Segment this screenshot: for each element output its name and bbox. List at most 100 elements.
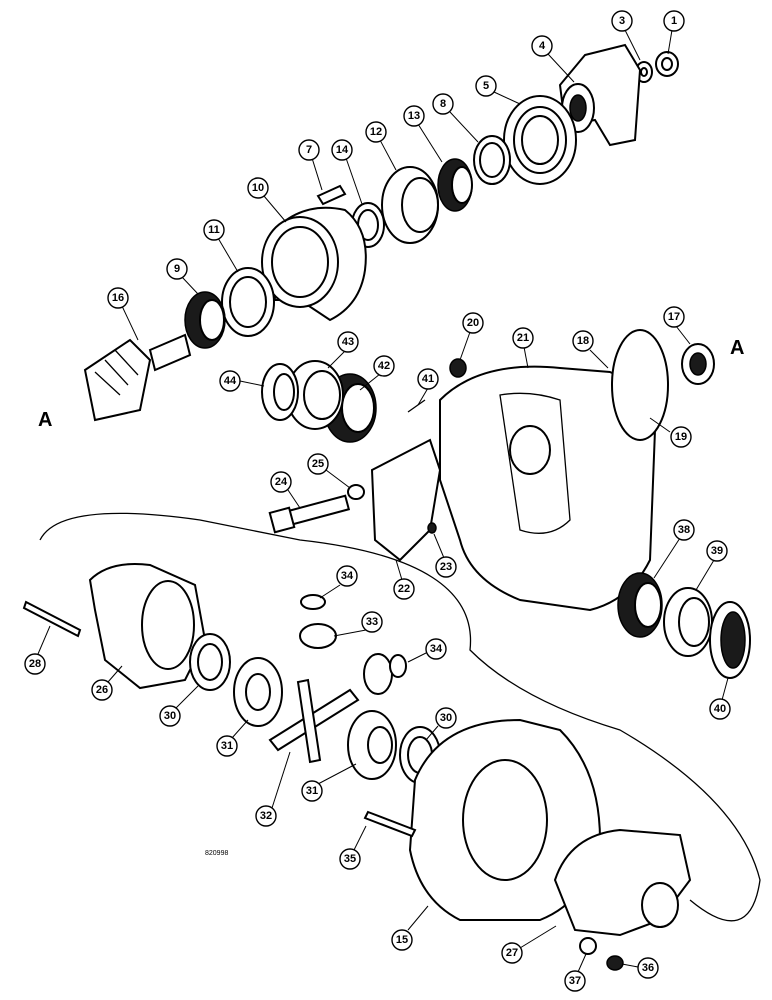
part-24-bolt [268,494,351,534]
part-39-bearing-cup [663,587,713,657]
callout-44: 44 [219,370,265,392]
svg-text:40: 40 [714,703,726,715]
svg-text:26: 26 [96,684,108,696]
callout-1: 1 [663,10,685,55]
svg-text:4: 4 [539,40,546,52]
part-23-dowel [427,522,437,534]
callout-31-right: 31 [301,763,357,802]
svg-text:1: 1 [671,15,677,27]
callout-5: 5 [475,75,521,105]
svg-text:13: 13 [408,110,420,122]
svg-text:23: 23 [440,561,452,573]
svg-text:25: 25 [312,458,324,470]
callout-18: 18 [572,330,609,369]
part-33-pinion-gear [299,623,393,695]
part-22-bearing-cap [370,438,442,562]
svg-text:14: 14 [336,144,349,156]
callout-15: 15 [391,905,429,951]
svg-text:37: 37 [569,975,581,987]
svg-text:31: 31 [306,785,318,797]
callout-35: 35 [339,825,367,870]
section-label-left: A [38,409,52,431]
svg-text:42: 42 [378,360,390,372]
svg-text:39: 39 [711,545,723,557]
svg-text:19: 19 [675,431,687,443]
part-20-plug [449,358,467,378]
callout-30-left: 30 [159,685,199,727]
callout-32: 32 [255,751,291,827]
callout-43: 43 [327,331,359,369]
part-18-gasket [611,329,669,441]
part-1-nut [655,51,679,77]
callout-11: 11 [203,219,239,273]
callout-7: 7 [298,139,323,191]
callout-31-left: 31 [216,719,249,757]
part-44-adjuster-nut [261,363,299,421]
part-12-bearing-cup [381,166,439,244]
part-8-shim [473,135,511,185]
part-5-seal [503,95,577,185]
callout-13: 13 [403,105,443,163]
callout-8: 8 [432,93,479,143]
svg-text:28: 28 [29,658,41,670]
part-37-nut [579,937,597,955]
callout-40: 40 [709,677,731,720]
callout-21: 21 [512,327,534,369]
svg-text:38: 38 [678,524,690,536]
part-11-bearing-cup [221,267,275,337]
reference-code: 820998 [205,850,228,857]
callout-16: 16 [107,287,139,341]
svg-text:34: 34 [341,570,354,582]
svg-text:44: 44 [224,375,237,387]
callout-14: 14 [331,139,363,205]
svg-text:18: 18 [577,335,589,347]
callout-3: 3 [611,10,641,61]
part-21-axle-housing [439,365,657,612]
svg-text:24: 24 [275,476,288,488]
part-16-pinion-gear [83,333,192,422]
callout-26: 26 [91,665,123,701]
part-26-differential-case [88,563,207,690]
callout-24: 24 [270,471,301,509]
callout-39: 39 [695,540,728,591]
svg-text:27: 27 [506,947,518,959]
svg-text:17: 17 [668,311,680,323]
part-28-bolt [22,600,82,638]
part-36-nut [606,955,624,971]
callout-36: 36 [621,957,659,979]
part-9-bearing-cone [184,291,226,349]
callout-30-right: 30 [425,707,457,741]
callout-34-right: 34 [407,638,447,663]
callout-33: 33 [333,611,383,637]
parts-artwork [22,43,761,971]
callout-37: 37 [564,953,587,992]
svg-text:21: 21 [517,332,529,344]
svg-text:7: 7 [306,144,312,156]
callout-9: 9 [166,258,199,295]
part-17-bearing [681,343,715,385]
callout-10: 10 [247,177,287,223]
callout-38: 38 [653,519,695,579]
svg-text:10: 10 [252,182,264,194]
callout-12: 12 [365,121,397,171]
svg-text:11: 11 [208,224,220,236]
part-41-pin [407,399,426,413]
part-38-bearing-cone [617,572,663,638]
callout-28: 28 [24,625,51,675]
callout-17: 17 [663,306,691,345]
svg-text:35: 35 [344,853,356,865]
part-7-bolt [316,184,347,206]
svg-text:43: 43 [342,336,354,348]
part-27-differential-case [553,828,692,937]
callout-20: 20 [459,312,484,361]
callout-4: 4 [531,35,575,83]
svg-text:12: 12 [370,126,382,138]
assembly-reference-line [39,512,761,922]
callout-22: 22 [393,559,415,600]
section-label-right: A [730,337,744,359]
part-15-ring-gear [408,718,602,921]
svg-text:32: 32 [260,810,272,822]
part-31-side-gear-left [233,657,283,727]
svg-text:31: 31 [221,740,233,752]
